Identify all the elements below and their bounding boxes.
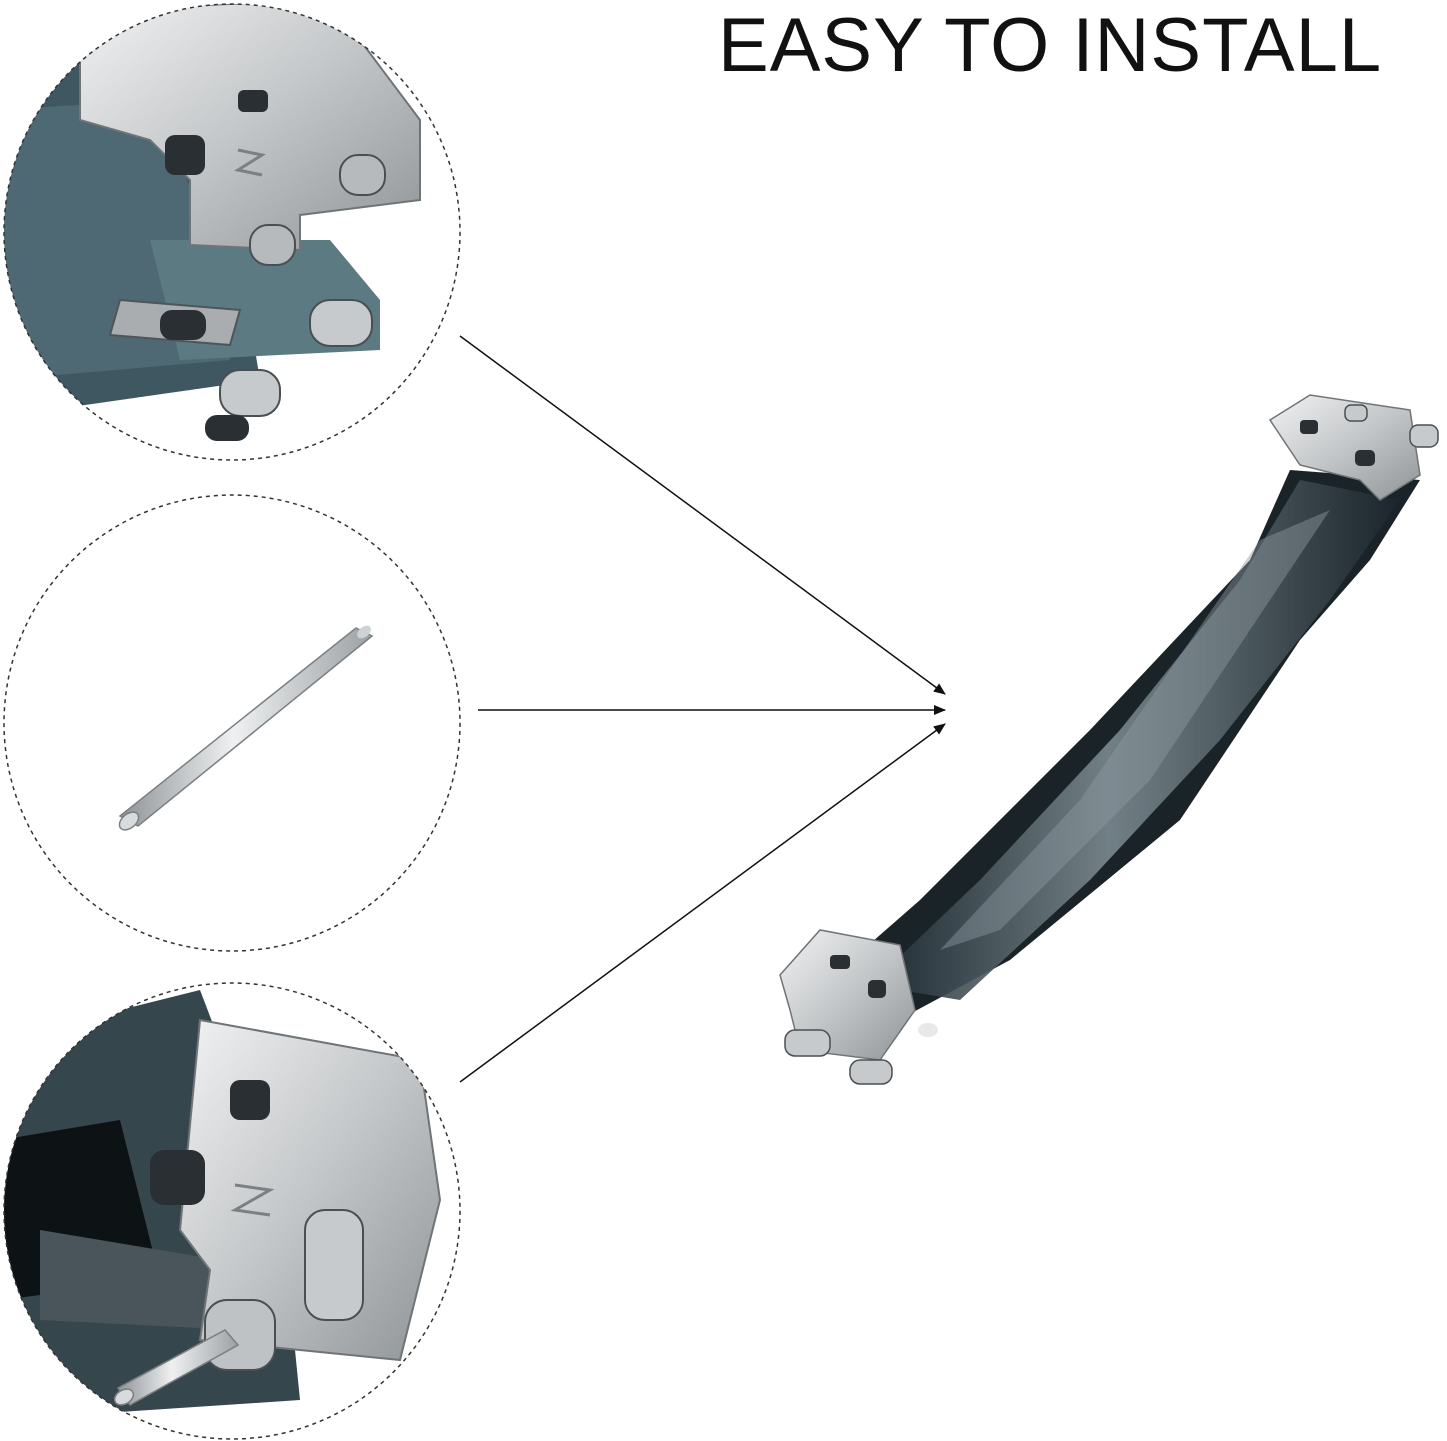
- hinge-pin-icon: [4, 495, 460, 951]
- inserted-pin-icon: [4, 983, 460, 1439]
- hinge-clasp-icon: [4, 4, 460, 460]
- arrow-from-inserted-pin: [459, 723, 946, 1083]
- hinge-closeup: [3, 3, 461, 461]
- headline: EASY TO INSTALL: [718, 3, 1383, 88]
- pin-closeup: [3, 494, 461, 952]
- purse-frame-icon: [779, 394, 1439, 1085]
- arrow-from-hinge: [459, 335, 946, 695]
- pin-inserted-closeup: [3, 982, 461, 1440]
